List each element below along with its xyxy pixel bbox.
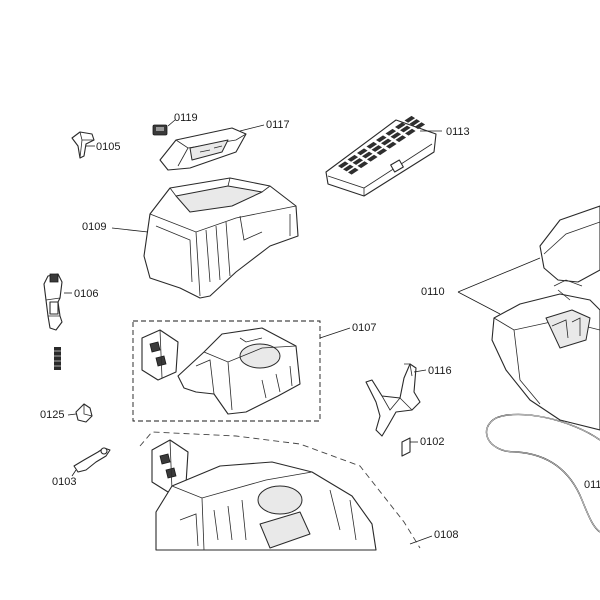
label-0125: 0125 — [40, 409, 64, 421]
label-011-cutoff: 011 — [584, 479, 600, 491]
part-0105-clip — [71, 131, 95, 159]
label-0106: 0106 — [74, 288, 98, 300]
label-0107: 0107 — [352, 322, 376, 334]
filter-grid-cell — [338, 161, 349, 169]
part-0113-filter — [325, 115, 437, 197]
group-box-0107 — [132, 320, 321, 422]
filter-grid-cell — [409, 119, 421, 126]
filter-grid-cell — [414, 122, 426, 130]
label-0110: 0110 — [421, 286, 445, 298]
leader-0119 — [167, 119, 176, 127]
part-0117-handle-cover — [159, 127, 247, 171]
label-0108: 0108 — [434, 529, 458, 541]
filter-grid-cell — [376, 135, 387, 143]
part-0107-bracket — [141, 329, 179, 381]
label-0105: 0105 — [96, 141, 120, 153]
spring-part — [54, 347, 61, 370]
filter-grid-cell — [357, 148, 368, 156]
filter-grid-cell — [348, 167, 359, 175]
part-0103-pin — [73, 447, 111, 473]
label-0117: 0117 — [266, 119, 290, 131]
part-0116-bracket — [365, 363, 421, 437]
filter-grid-cell — [386, 141, 397, 149]
filter-grid-cell — [352, 158, 364, 165]
part-0110-power-cord — [485, 413, 600, 533]
part-0108-bracket — [151, 439, 189, 493]
filter-grid-cell — [390, 132, 402, 139]
leader-0109 — [111, 227, 149, 233]
filter-grid-cell — [376, 148, 388, 156]
leader-0107 — [319, 327, 351, 339]
label-0102: 0102 — [420, 436, 444, 448]
leader-0125 — [67, 413, 77, 416]
filter-grid-cell — [362, 151, 373, 159]
filter-grid-cell — [347, 154, 359, 162]
label-0103: 0103 — [52, 476, 76, 488]
part-0119-lock — [152, 124, 168, 136]
leader-0117 — [239, 124, 265, 132]
filter-grid-cell — [385, 128, 397, 136]
filter-grid-cell — [366, 141, 378, 149]
leader-0110 — [457, 257, 541, 315]
part-0102-tab — [401, 437, 411, 457]
part-0125-clip — [75, 403, 93, 423]
filter-grid-cell — [400, 125, 411, 133]
label-0109: 0109 — [82, 221, 106, 233]
leader-0116 — [413, 369, 427, 373]
group-outline-0108 — [139, 431, 421, 549]
filter-grid-cell — [395, 135, 407, 143]
part-0110-main-body — [491, 205, 600, 431]
filter-grid-cell — [367, 154, 378, 162]
part-0109-top-housing — [143, 177, 299, 299]
filter-grid-cell — [357, 161, 369, 169]
filter-grid-cell — [405, 128, 416, 136]
filter-grid-cell — [343, 164, 354, 172]
leader-0103 — [71, 469, 77, 477]
filter-grid-cell — [381, 138, 392, 146]
filter-grid-cell — [371, 145, 383, 152]
part-0106-shaft — [43, 273, 63, 331]
filter-grid-cell — [395, 122, 406, 130]
leader-0108 — [409, 535, 433, 545]
label-0113: 0113 — [446, 126, 470, 138]
label-0116: 0116 — [428, 365, 452, 377]
part-0108-base-housing — [155, 461, 377, 551]
label-0119: 0119 — [174, 112, 198, 124]
part-0107-frame — [177, 327, 301, 415]
filter-grid-cell — [404, 115, 416, 123]
